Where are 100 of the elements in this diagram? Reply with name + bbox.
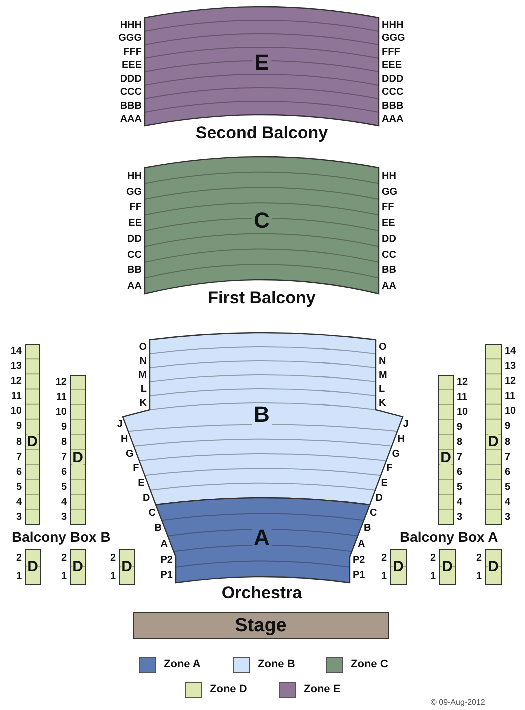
row-label: HHH	[120, 20, 142, 31]
row-label: CCC	[120, 88, 142, 98]
row-number: 2	[476, 554, 482, 564]
row-label: P2	[353, 556, 366, 566]
zone-letter: B	[252, 404, 272, 426]
row-number: 2	[16, 554, 22, 564]
row-number: 4	[61, 498, 67, 508]
row-label: F	[386, 464, 393, 474]
row-number: 2	[430, 554, 436, 564]
row-label: EE	[128, 219, 142, 230]
row-number: 10	[505, 407, 516, 418]
row-label: K	[379, 399, 386, 409]
copyright-note: © 09-Aug-2012	[431, 699, 486, 707]
row-number: 5	[457, 483, 463, 493]
row-label: GGG	[382, 34, 406, 44]
row-label: A	[358, 540, 366, 550]
row-label: B	[154, 524, 162, 534]
row-number: 13	[10, 362, 22, 372]
row-number: 12	[505, 377, 516, 388]
row-number: 12	[56, 378, 67, 388]
row-label: G	[126, 450, 134, 460]
row-label: GG	[126, 188, 142, 198]
zone-letter: A	[252, 527, 272, 549]
row-label: BBB	[382, 102, 404, 112]
row-number: 3	[457, 513, 463, 523]
row-number: 10	[10, 407, 22, 418]
row-label: P1	[160, 571, 173, 582]
row-number: 1	[110, 572, 116, 582]
row-label: D	[376, 494, 383, 504]
row-label: H	[121, 435, 128, 445]
row-number: 1	[476, 572, 482, 582]
row-label: G	[392, 450, 400, 460]
row-label: EE	[382, 219, 396, 230]
row-label: C	[148, 508, 156, 519]
row-label: L	[140, 385, 147, 395]
row-label: HH	[382, 172, 396, 182]
row-label: M	[379, 371, 388, 381]
row-label: K	[140, 399, 147, 409]
row-number: 4	[505, 498, 511, 508]
zone-letter: D	[442, 560, 453, 574]
row-label: E	[381, 479, 388, 489]
row-number: 7	[457, 453, 463, 463]
row-number: 4	[457, 498, 463, 508]
row-number: 9	[505, 422, 511, 432]
row-label: J	[403, 420, 409, 430]
row-number: 6	[505, 468, 511, 478]
row-label: AAA	[382, 115, 404, 126]
row-number: 6	[16, 468, 22, 478]
row-label: EEE	[122, 61, 142, 72]
row-number: 6	[61, 468, 67, 478]
row-number: 11	[56, 393, 67, 403]
row-label: P1	[353, 571, 366, 582]
row-number: 13	[505, 362, 516, 372]
row-number: 9	[16, 422, 22, 432]
section-name: Second Balcony	[196, 124, 328, 142]
row-label: DD	[128, 234, 142, 245]
row-label: N	[379, 357, 386, 367]
row-number: 14	[505, 347, 516, 358]
row-number: 3	[505, 512, 511, 523]
row-number: 10	[457, 408, 468, 418]
row-number: 4	[16, 498, 22, 508]
legend-label: Zone B	[258, 660, 296, 670]
row-number: 8	[457, 438, 463, 448]
row-label: L	[379, 385, 386, 395]
stage-label: Stage	[235, 616, 287, 635]
row-label: J	[117, 420, 123, 430]
zone-letter: D	[72, 560, 84, 574]
row-label: DDD	[120, 74, 142, 85]
row-number: 5	[505, 482, 511, 493]
row-label: CC	[128, 250, 142, 261]
row-label: FF	[382, 203, 394, 214]
row-label: H	[398, 435, 405, 445]
row-label: O	[139, 343, 147, 353]
row-number: 2	[381, 554, 387, 564]
row-label: AA	[382, 282, 396, 292]
row-label: P2	[160, 556, 173, 566]
row-number: 11	[457, 393, 468, 403]
row-number: 14	[10, 347, 22, 358]
row-label: CCC	[382, 88, 404, 98]
row-label: M	[138, 371, 147, 381]
row-label: EEE	[382, 61, 402, 72]
row-label: N	[140, 357, 147, 367]
zone-letter: D	[393, 560, 404, 574]
row-number: 6	[457, 468, 463, 478]
row-number: 1	[381, 572, 387, 582]
row-label: AAA	[120, 115, 142, 126]
row-label: HH	[128, 172, 142, 182]
row-number: 2	[110, 554, 116, 564]
row-label: CC	[382, 250, 396, 261]
zone-letter: D	[28, 560, 38, 574]
legend-label: Zone A	[164, 660, 201, 670]
row-label: AA	[128, 282, 142, 292]
row-label: GG	[382, 188, 398, 198]
row-number: 12	[457, 378, 468, 388]
row-label: A	[160, 540, 168, 550]
row-label: GGG	[118, 34, 142, 44]
zone-letter: D	[488, 560, 499, 574]
row-number: 1	[430, 572, 436, 582]
row-label: HHH	[382, 20, 404, 31]
row-number: 9	[61, 423, 67, 433]
